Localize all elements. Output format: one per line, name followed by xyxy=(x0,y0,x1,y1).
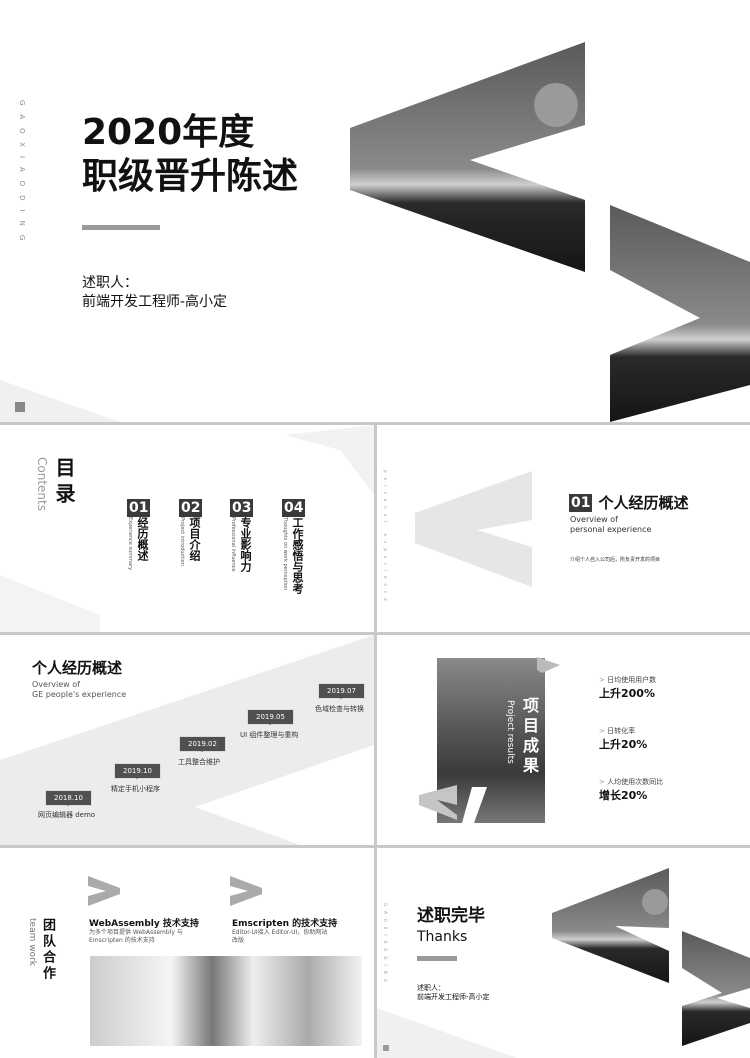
item-label: 专业影响力 xyxy=(239,517,252,572)
item-number: 03 xyxy=(230,499,254,517)
timeline-date: 2018.10 xyxy=(45,790,92,806)
item-en: Experience summary xyxy=(127,517,133,571)
item-en: Thoughts on work perception xyxy=(282,517,288,591)
contents-subtitle: Contents xyxy=(35,457,49,511)
metric-2: > 日转化率上升20% xyxy=(599,726,647,752)
arrow-icon: > xyxy=(599,727,608,735)
item-label: 经历概述 xyxy=(136,517,149,561)
timeline-title: 个人经历概述 xyxy=(32,659,123,677)
thanks-title: 述职完毕 xyxy=(417,906,485,926)
item-en: Project introduction xyxy=(179,517,185,566)
thanks-image-left-chevron xyxy=(552,868,669,983)
thanks-image-right-chevron xyxy=(682,931,750,1046)
cover-background xyxy=(0,42,750,422)
presenter-label: 述职人： xyxy=(82,275,138,291)
timeline-date: 2019.02 xyxy=(179,736,226,752)
slide-thanks[interactable]: GAOXIAODING 述职完毕 Thanks 述职人： 前端开发工程师-高小定 xyxy=(377,848,750,1058)
chevron-right-icon xyxy=(230,876,262,906)
section-vertical-text: personal experience xyxy=(383,470,388,606)
card-title: WebAssembly 技术支持 xyxy=(89,919,199,929)
timeline-label: UI 组件整理与重构 xyxy=(240,731,299,739)
item-en: Professional influence xyxy=(230,517,236,572)
timeline-date: 2019.10 xyxy=(114,763,161,779)
card-desc: 为多个项目提供 WebAssembly 与 Emscripten 的技术支持 xyxy=(89,929,183,944)
metric-label: 日转化率 xyxy=(607,727,636,735)
section-desc: 介绍个人自入公司后，所负责开发的项目 xyxy=(570,557,661,563)
timeline-date: 2019.05 xyxy=(247,709,294,725)
corridor-image xyxy=(90,956,362,1046)
thanks-en: Thanks xyxy=(417,929,468,945)
team-title: 团队合作 xyxy=(40,918,55,982)
item-label: 工作感悟与思考 xyxy=(291,517,304,594)
metric-3: > 人均使用次数同比增长20% xyxy=(599,777,663,803)
thanks-background xyxy=(377,868,750,1058)
slide-team[interactable]: team work 团队合作 WebAssembly 技术支持 为多个项目提供 … xyxy=(0,848,374,1058)
metric-value: 上升200% xyxy=(599,687,655,700)
item-number: 04 xyxy=(282,499,306,517)
section-chevron xyxy=(415,471,532,587)
thanks-vertical-text: GAOXIAODING xyxy=(383,903,388,987)
metric-1: > 日均使用用户数上升200% xyxy=(599,675,656,701)
item-label: 项目介绍 xyxy=(188,517,201,561)
thanks-presenter: 前端开发工程师-高小定 xyxy=(417,993,490,1001)
slide-marker xyxy=(383,1045,389,1051)
section-title: 个人经历概述 xyxy=(598,494,689,512)
timeline-en-2: GE people's experience xyxy=(32,690,127,699)
moon xyxy=(534,83,578,127)
chevron-right-icon xyxy=(88,876,120,906)
timeline-label: 工具整合维护 xyxy=(178,758,220,766)
card-title: Emscripten 的技术支持 xyxy=(232,919,338,929)
cover-image-right-chevron xyxy=(610,205,750,422)
timeline-label: 色域检查与转换 xyxy=(315,705,364,713)
cover-bar xyxy=(82,225,160,230)
section-heading: 01 个人经历概述 xyxy=(569,492,689,513)
arrow-icon: > xyxy=(599,676,608,684)
timeline-label: 网页编辑器 demo xyxy=(38,811,96,819)
results-en: Project results xyxy=(505,700,515,764)
presenter-name: 前端开发工程师-高小定 xyxy=(82,294,228,310)
slide-timeline[interactable]: 个人经历概述 Overview of GE people's experienc… xyxy=(0,635,374,845)
contents-title: 目录 xyxy=(52,457,76,509)
item-number: 01 xyxy=(127,499,151,517)
thanks-presenter-label: 述职人： xyxy=(417,984,445,992)
section-number: 01 xyxy=(569,493,593,512)
cover-vertical-text: GAOXIAODING xyxy=(18,100,26,250)
results-decor xyxy=(419,657,560,823)
metric-value: 上升20% xyxy=(599,738,648,751)
cover-image-left-chevron xyxy=(350,42,585,272)
cover-title-2: 职级晋升陈述 xyxy=(82,156,299,197)
metric-label: 日均使用用户数 xyxy=(607,676,657,684)
slide-section-1[interactable]: personal experience 01 个人经历概述 Overview o… xyxy=(377,425,750,632)
timeline-en-1: Overview of xyxy=(32,680,80,689)
thanks-bar xyxy=(417,956,457,961)
item-number: 02 xyxy=(179,499,203,517)
team-en: team work xyxy=(27,918,37,966)
section-en-2: personal experience xyxy=(570,525,652,534)
timeline-label: 精定手机小程序 xyxy=(111,785,160,793)
contents-background xyxy=(0,425,374,632)
results-title: 项目成果 xyxy=(520,697,539,777)
slide-cover[interactable]: GAOXIAODING 2020年度 职级晋升陈述 述职人： 前端开发工程师-高… xyxy=(0,0,750,422)
metric-label: 人均使用次数同比 xyxy=(607,778,664,786)
cover-title-1: 2020年度 xyxy=(82,112,255,153)
section-en-1: Overview of xyxy=(570,515,618,524)
timeline-date: 2019.07 xyxy=(318,683,365,699)
metric-value: 增长20% xyxy=(599,789,648,802)
slide-marker xyxy=(15,402,25,412)
slide-results[interactable]: 项目成果 Project results > 日均使用用户数上升200% > 日… xyxy=(377,635,750,845)
arrow-icon: > xyxy=(599,778,608,786)
card-desc: Editor-UI接入 Editor-UI，协助网站改版 xyxy=(232,929,328,944)
